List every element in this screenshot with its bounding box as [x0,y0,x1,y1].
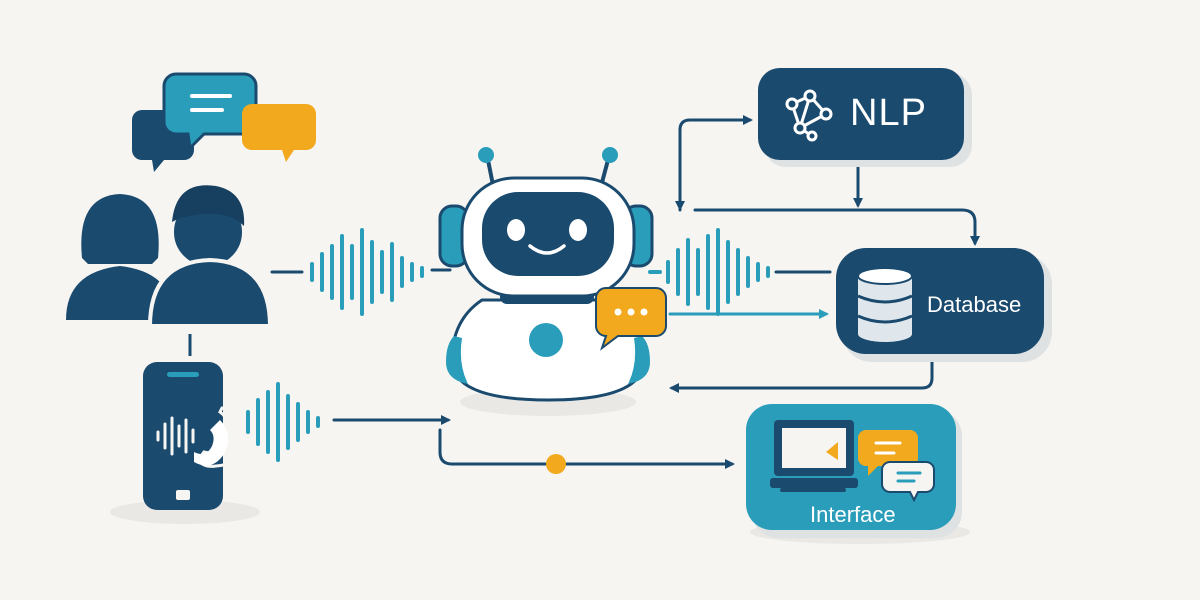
chatbot-robot-icon [438,147,667,402]
flow-arrows [332,115,980,469]
interface-label: Interface [810,502,896,527]
database-cylinder-icon [857,267,913,342]
nlp-node [758,68,972,167]
chat-bubbles-icon [132,72,316,172]
sound-wave-icon [270,228,452,316]
sound-wave-icon [648,228,832,316]
users-icon [66,185,273,328]
arrow-to-database [693,208,980,246]
arrow-to-interface [438,428,735,469]
flow-node-dot [546,454,566,474]
nlp-label: NLP [850,92,927,134]
sound-wave-icon [246,382,320,462]
phone-voice-icon [143,362,246,510]
arrow-to-nlp [678,115,753,212]
network-graph-icon [785,89,833,142]
database-node [836,248,1052,362]
arrow-database-to-robot [669,358,934,393]
interface-node [746,404,962,538]
monitor-chat-icon [770,420,935,503]
database-label: Database [927,292,1022,317]
